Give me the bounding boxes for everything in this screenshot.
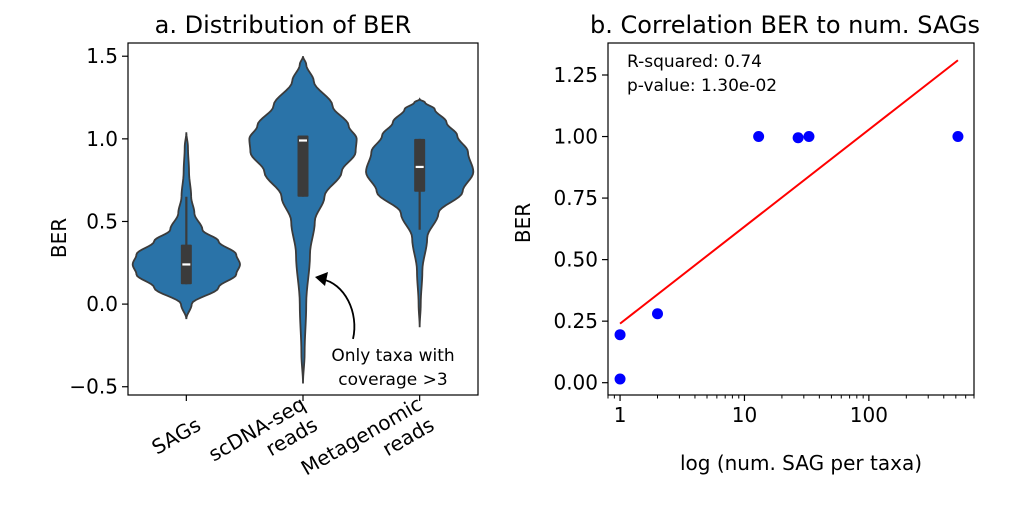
regression-line: [619, 59, 959, 325]
annotation-arrow: [320, 278, 356, 340]
chart-a-ylabel: BER: [47, 218, 71, 258]
violins: [131, 56, 475, 384]
y-tick-label: 0.75: [553, 186, 598, 210]
x-tick-label: 100: [850, 403, 888, 427]
annotation: Only taxa with coverage >3: [315, 271, 455, 390]
chart-b-ylabel: BER: [511, 203, 535, 243]
violin-iqr-box: [414, 138, 426, 192]
violin-body: [248, 56, 358, 384]
x-tick-label: Metagenomicreads: [297, 392, 438, 501]
annotation-text: coverage >3: [338, 370, 447, 390]
data-point: [614, 329, 626, 341]
y-tick-label: 0.5: [86, 209, 118, 233]
data-point: [803, 131, 815, 143]
y-tick-label: 0.0: [86, 292, 118, 316]
y-tick-label: 1.00: [553, 125, 598, 149]
chart-a-title: a. Distribution of BER: [155, 11, 412, 39]
y-tick-label: 1.25: [553, 63, 598, 87]
annotation-text: Only taxa with: [331, 346, 454, 366]
data-points: [614, 131, 964, 385]
scatter-chart: b. Correlation BER to num. SAGs BER log …: [511, 11, 980, 475]
x-tick-label: 1: [614, 403, 627, 427]
chart-b-title: b. Correlation BER to num. SAGs: [590, 11, 980, 39]
data-point: [753, 131, 765, 143]
x-tick-label: 10: [732, 403, 757, 427]
violin-chart: a. Distribution of BER BER −0.5 0.0 0.5 1.0…: [47, 11, 479, 501]
annotation-arrowhead: [315, 271, 328, 286]
chart-a-frame: [127, 42, 479, 396]
fit-line: [619, 59, 959, 325]
data-point: [652, 308, 664, 320]
y-tick-label: 0.25: [553, 309, 598, 333]
x-tick-label: SAGs: [148, 412, 205, 459]
r-squared-annotation: R-squared: 0.74: [627, 52, 762, 72]
data-point: [952, 131, 964, 143]
y-tick-label: 0.00: [553, 371, 598, 395]
y-tick-label: 1.5: [86, 44, 118, 68]
chart-b-frame: [607, 42, 975, 396]
data-point: [614, 373, 626, 385]
y-tick-label: 1.0: [86, 127, 118, 151]
data-point: [792, 132, 804, 144]
x-axis-ticks: 1 10 100: [607, 395, 975, 427]
violin-iqr-box: [297, 135, 309, 197]
y-tick-label: −0.5: [69, 375, 118, 399]
y-tick-label: 0.50: [553, 248, 598, 272]
y-axis-ticks: 0.00 0.25 0.50 0.75 1.00 1.25: [553, 63, 608, 395]
p-value-annotation: p-value: 1.30e-02: [627, 76, 777, 96]
chart-b-xlabel: log (num. SAG per taxa): [680, 451, 922, 475]
y-axis-ticks: −0.5 0.0 0.5 1.0 1.5: [69, 44, 128, 399]
